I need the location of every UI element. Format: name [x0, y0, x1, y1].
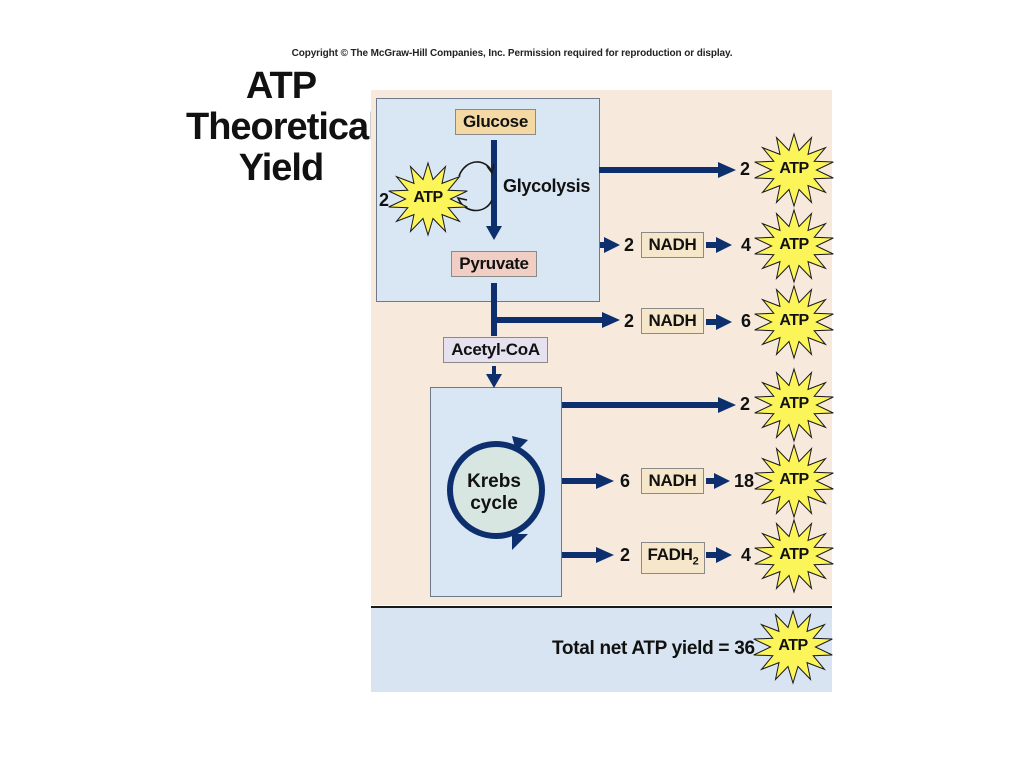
title-line-2: Theoretical — [186, 106, 379, 148]
krebs-cycle-circle — [447, 441, 545, 539]
copyright-notice: Copyright © The McGraw-Hill Companies, I… — [291, 48, 733, 59]
row6-atp-count: 4 — [741, 545, 752, 565]
row3-carrier-count: 2 — [624, 311, 635, 331]
glycolysis-input-atp-burst-label: ATP — [413, 189, 443, 206]
row4-atp-count: 2 — [740, 394, 751, 414]
row5-atp-burst-label: ATP — [779, 471, 809, 488]
row1-atp-burst — [754, 132, 834, 208]
row6-atp-burst-label: ATP — [779, 546, 809, 563]
total-atp-burst — [753, 609, 833, 685]
row3-atp-count: 6 — [741, 311, 752, 331]
row5-carrier-count: 6 — [620, 471, 631, 491]
glycolysis-arrowhead — [486, 226, 502, 240]
krebs-arrowhead-1 — [512, 436, 528, 452]
row4-atp-burst — [754, 367, 834, 443]
row5-carrier: NADH — [641, 468, 704, 494]
row2-atp-count: 4 — [741, 235, 752, 255]
row6-carrier-count: 2 — [620, 545, 631, 565]
glycolysis-label: Glycolysis — [503, 176, 591, 196]
row3-carrier: NADH — [641, 308, 704, 334]
krebs-entry-arrowhead — [486, 374, 502, 388]
glycolysis-input-atp-burst — [388, 161, 468, 237]
row2-atp-burst — [754, 208, 834, 284]
row2-carrier-count: 2 — [624, 235, 635, 255]
total-net-atp-yield: Total net ATP yield = 36 — [552, 638, 755, 659]
atp-input-curve-top — [458, 161, 493, 177]
glucose-label: Glucose — [455, 109, 536, 135]
glycolysis-atp-input-count: 2 — [379, 190, 390, 210]
krebs-arrowhead-2 — [512, 534, 528, 550]
row6-carrier: FADH2 — [641, 542, 705, 575]
row5-atp-burst — [754, 443, 834, 519]
row1-atp-count: 2 — [740, 159, 751, 179]
title-line-3: Yield — [238, 147, 324, 189]
row5-atp-count: 18 — [734, 471, 755, 491]
krebs-cycle-label: Krebs cycle — [467, 471, 521, 514]
total-band — [371, 606, 832, 692]
page-title: ATP Theoretical Yield — [186, 65, 379, 189]
title-line-1: ATP — [245, 65, 317, 107]
row2-atp-burst-label: ATP — [779, 236, 809, 253]
pyruvate-label: Pyruvate — [451, 251, 537, 277]
total-atp-burst-label: ATP — [778, 637, 808, 654]
row3-atp-burst-label: ATP — [779, 312, 809, 329]
row3-atp-burst — [754, 284, 834, 360]
row1-atp-burst-label: ATP — [779, 160, 809, 177]
row6-atp-burst — [754, 518, 834, 594]
row2-carrier: NADH — [641, 232, 704, 258]
acetyl-coa-label: Acetyl-CoA — [443, 337, 548, 363]
row4-atp-burst-label: ATP — [779, 395, 809, 412]
